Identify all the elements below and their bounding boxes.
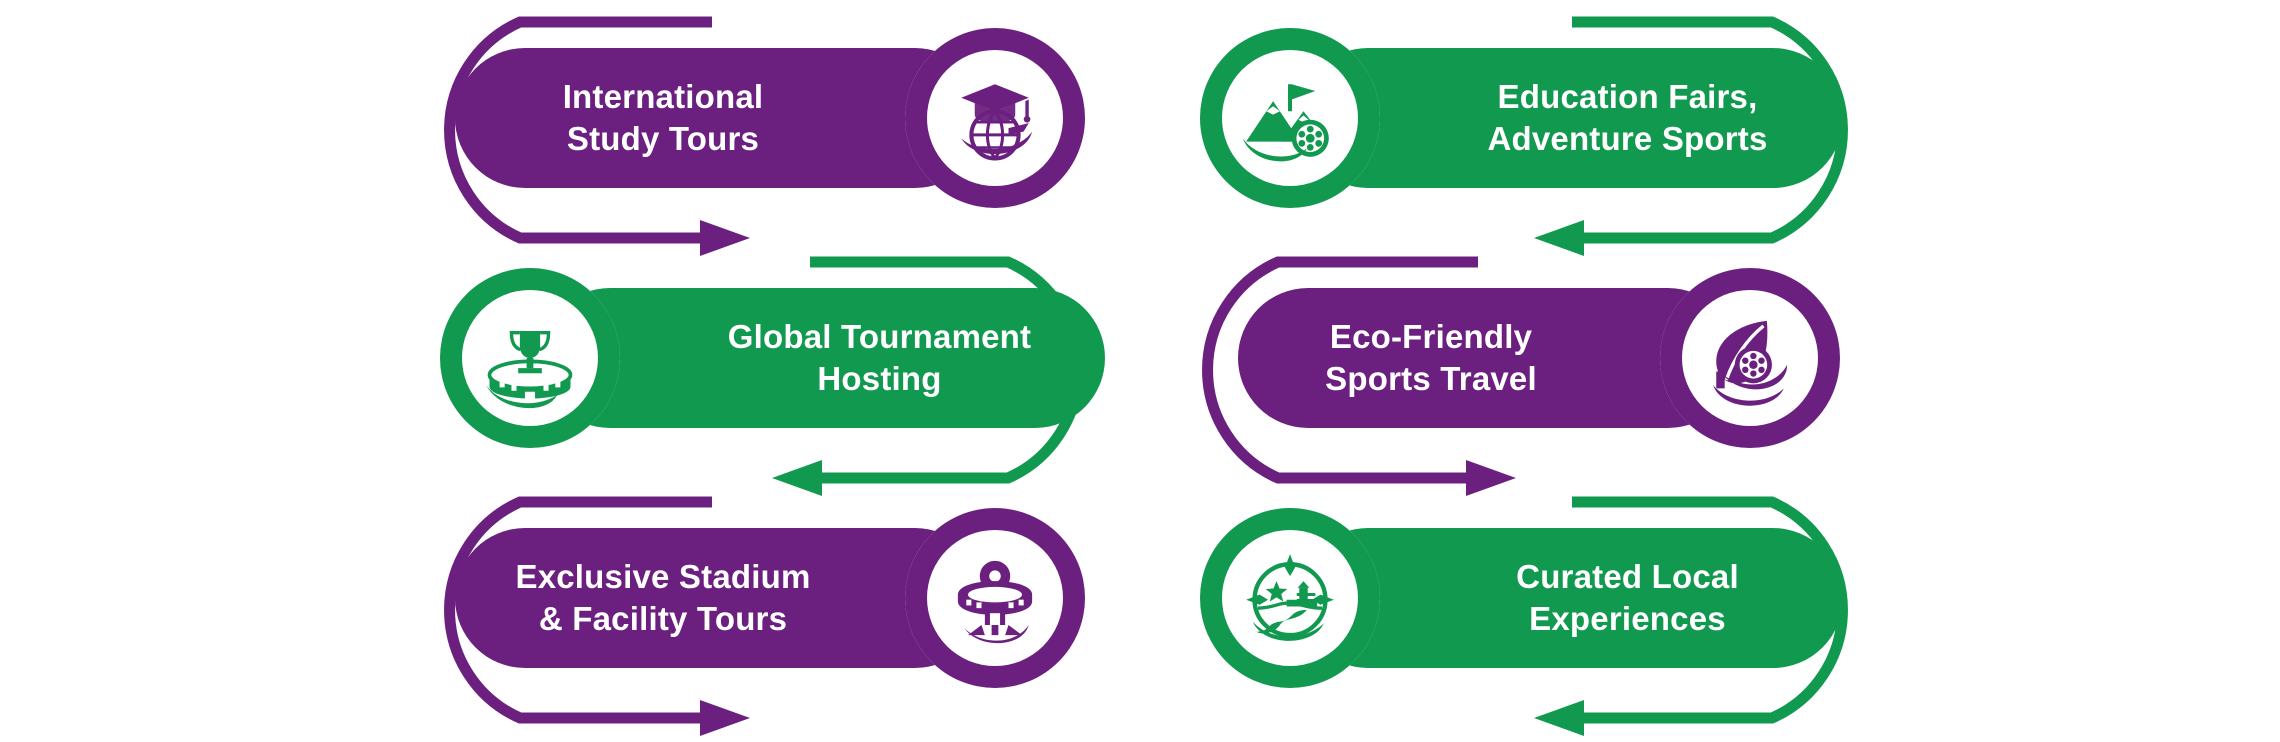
card-eco-friendly-sports-travel[interactable]: Eco-Friendly Sports Travel	[1238, 288, 1738, 428]
leaf-soccer-ball-icon	[1712, 320, 1788, 406]
graduation-cap-globe-airplane-icon	[961, 84, 1033, 161]
medallion-inner-disc	[1222, 50, 1358, 186]
medallion-international-study-tours	[905, 28, 1085, 208]
card-label: International Study Tours	[562, 77, 764, 157]
medallion-eco-friendly-sports-travel	[1660, 268, 1840, 448]
medallion-curated-local-experiences	[1200, 508, 1380, 688]
card-global-tournament-hosting[interactable]: Global Tournament Hosting	[540, 288, 1105, 428]
card-label: Global Tournament Hosting	[727, 317, 1032, 397]
card-education-fairs-adventure-sports[interactable]: Education Fairs, Adventure Sports	[1298, 48, 1843, 188]
medallion-education-fairs-adventure-sports	[1200, 28, 1380, 208]
stadium-location-pin-icon	[957, 560, 1033, 644]
card-international-study-tours[interactable]: International Study Tours	[455, 48, 985, 188]
card-label: Exclusive Stadium & Facility Tours	[515, 557, 811, 637]
mountain-flag-soccer-ball-icon	[1242, 84, 1329, 162]
card-label: Eco-Friendly Sports Travel	[1325, 317, 1537, 397]
trophy-stadium-icon	[486, 331, 573, 409]
card-curated-local-experiences[interactable]: Curated Local Experiences	[1298, 528, 1843, 668]
medallion-global-tournament-hosting	[440, 268, 620, 448]
card-exclusive-stadium-facility-tours[interactable]: Exclusive Stadium & Facility Tours	[455, 528, 985, 668]
medallion-inner-disc	[1222, 530, 1358, 666]
card-label: Curated Local Experiences	[1516, 557, 1739, 637]
compass-landscape-pagoda-icon	[1246, 554, 1334, 641]
medallion-exclusive-stadium-facility-tours	[905, 508, 1085, 688]
card-label: Education Fairs, Adventure Sports	[1487, 77, 1768, 157]
